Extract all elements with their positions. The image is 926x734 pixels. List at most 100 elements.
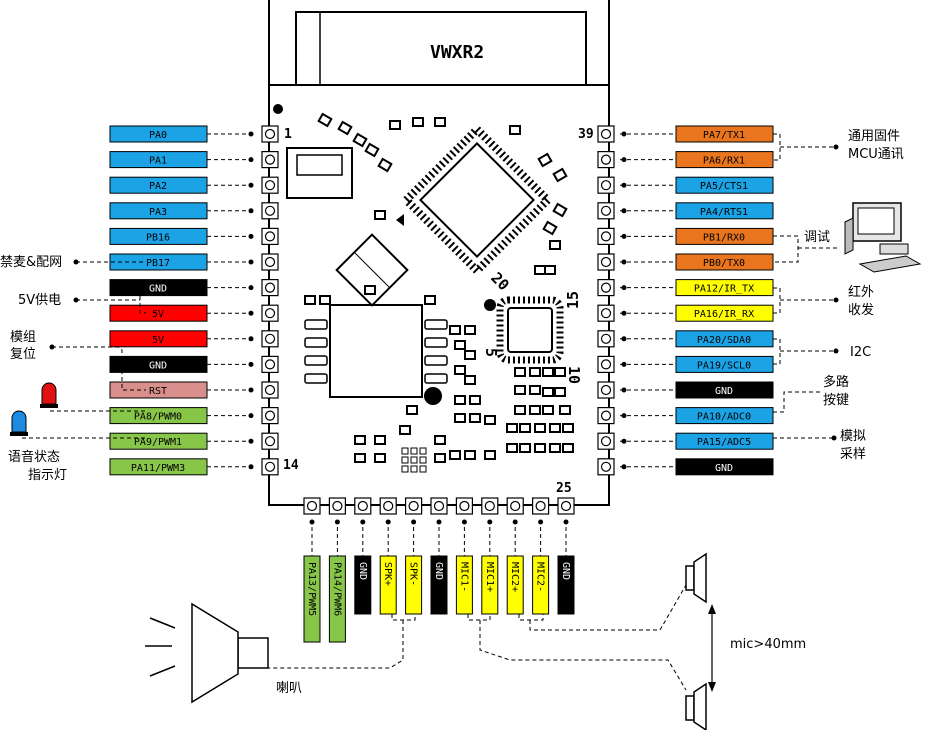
pin-header — [261, 125, 615, 515]
annotation-analog-line1: 模拟 — [840, 429, 866, 444]
pin-label: GND — [715, 386, 733, 397]
memory-chip-pads — [304, 319, 448, 384]
pin-pad — [455, 497, 473, 515]
pin-label: GND — [433, 562, 444, 580]
annotation-voice-led-line2: 指示灯 — [28, 468, 67, 483]
pin-label: PA8/PWM0 — [134, 412, 182, 423]
blue-led-icon — [10, 410, 28, 436]
smd-component — [549, 240, 561, 250]
smd-component — [506, 423, 518, 433]
annotation-5v-power: 5V供电 — [18, 293, 61, 308]
pin-label: MIC1- — [458, 562, 469, 592]
microphone-icon — [685, 552, 707, 604]
pin-label: PA5/CTS1 — [700, 181, 748, 192]
pin-label: PA12/IR_TX — [694, 284, 754, 295]
audio-chip — [484, 296, 564, 364]
pin-pad — [261, 202, 279, 220]
pin-label-bg — [455, 555, 473, 615]
pin-pad — [261, 304, 279, 322]
smd-component — [542, 387, 554, 397]
pin-label: MIC2- — [535, 562, 546, 592]
smd-grid — [401, 447, 427, 473]
pin-pad — [261, 176, 279, 194]
smd-component — [364, 285, 376, 295]
pin-pad — [597, 304, 615, 322]
pin-label-bg — [675, 176, 774, 194]
smd-component — [519, 443, 531, 453]
pin-label: PB16 — [146, 232, 170, 243]
annotation-keys-line1: 多路 — [823, 374, 849, 390]
smd-component — [389, 120, 401, 130]
annotation-keys-line2: 按键 — [823, 393, 849, 408]
pin-label-bg — [481, 555, 499, 615]
red-led-icon — [40, 382, 58, 408]
pin1-dot — [273, 104, 283, 114]
pin-label-bg — [675, 381, 774, 399]
smd-component — [559, 405, 571, 415]
module-board: VWXR2 1 14 25 39 20 15 10 5 — [268, 0, 610, 506]
annotation-firmware-line1: 通用固件 — [848, 129, 900, 144]
pin-label: PB1/RX0 — [703, 232, 745, 243]
antenna-trace — [295, 11, 587, 85]
chip-mark-10: 10 — [565, 366, 583, 384]
annotation-voice-led-line1: 语音状态 — [8, 449, 60, 465]
pin-label-bg — [557, 555, 575, 615]
smd-component — [534, 265, 546, 275]
smd-component — [449, 325, 461, 335]
smd-component — [554, 387, 566, 397]
smd-component — [549, 423, 561, 433]
smd-component — [399, 425, 411, 435]
smd-component — [514, 405, 526, 415]
annotation-i2c: I2C — [850, 345, 871, 360]
pin-pad — [261, 407, 279, 425]
smd-component — [454, 340, 466, 350]
pin-label: PA2 — [149, 181, 167, 192]
pin-label: PA7/TX1 — [703, 130, 745, 141]
smd-component — [377, 157, 393, 173]
pin-pad — [597, 202, 615, 220]
smd-component — [537, 152, 553, 168]
pin-label: GND — [560, 562, 571, 580]
pin-label: PA20/SDA0 — [697, 335, 751, 346]
pin-label: MIC1+ — [484, 562, 495, 592]
pin-label-bg — [109, 227, 208, 245]
pin-label-bg — [109, 432, 208, 450]
pin-label-bg — [109, 279, 208, 297]
pin-label: PA10/ADC0 — [697, 412, 751, 423]
pin-mark-39: 39 — [578, 127, 594, 142]
smd-component — [434, 453, 446, 463]
pin-pad — [354, 497, 372, 515]
pin-pad — [506, 497, 524, 515]
pin-pad — [597, 253, 615, 271]
pin-label-bg — [109, 253, 208, 271]
pin-mark-25: 25 — [556, 481, 572, 496]
pin-label: GND — [357, 562, 368, 580]
pin-label: PB17 — [146, 258, 170, 269]
pin-label: SPK- — [408, 562, 419, 586]
pin-pad — [531, 497, 550, 515]
pin-label-bg — [109, 202, 208, 220]
smd-component — [519, 423, 531, 433]
annotation-speaker: 喇叭 — [276, 681, 302, 696]
smd-component — [552, 167, 568, 183]
pin-pad — [303, 497, 321, 515]
main-chip — [400, 123, 554, 277]
smd-component — [514, 385, 526, 395]
pin-label: 5V — [152, 335, 164, 346]
pin-pad — [379, 497, 397, 515]
pin-pad — [261, 432, 279, 450]
pin-pad — [597, 125, 615, 143]
smd-component — [434, 117, 446, 127]
module-name: VWXR2 — [430, 42, 484, 63]
smd-component — [544, 265, 556, 275]
smd-component — [354, 435, 366, 445]
pin-label: PA15/ADC5 — [697, 437, 751, 448]
pin-label-bg — [109, 151, 208, 169]
annotation-mic-mute-config: 禁麦&配网 — [0, 255, 62, 270]
smd-component — [352, 132, 368, 148]
microphone-icon — [685, 682, 707, 732]
mic-distance-arrow — [708, 604, 716, 692]
pin-label: PA3 — [149, 207, 167, 218]
computer-icon — [844, 202, 922, 273]
